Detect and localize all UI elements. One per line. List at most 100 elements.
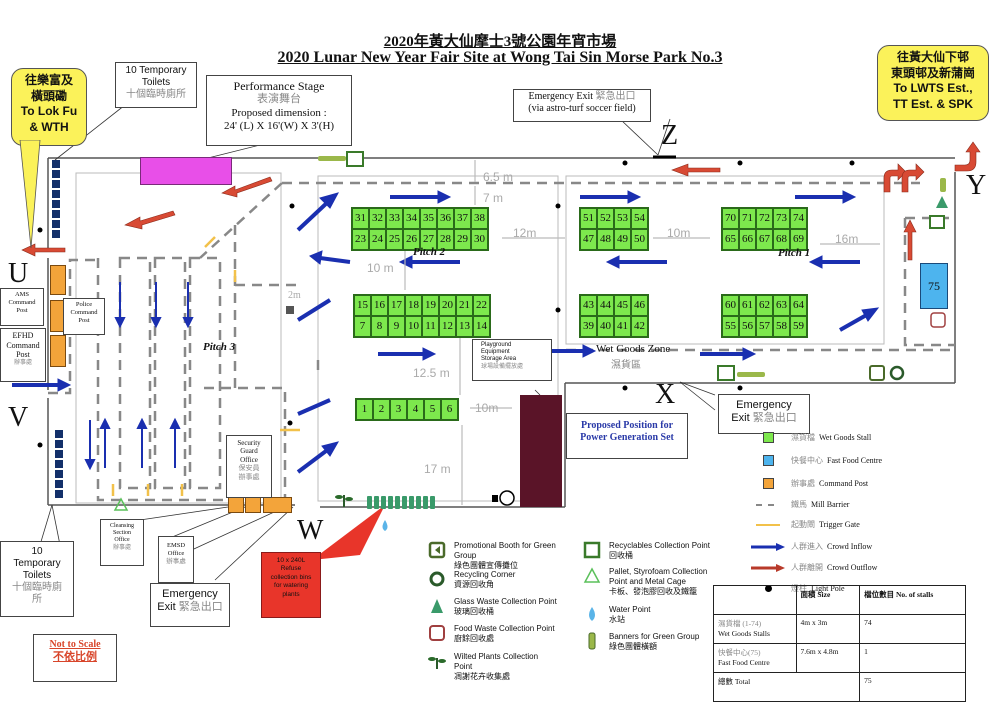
callout-text: Post [16,350,30,360]
stall-14: 14 [473,316,490,337]
callout-text: 保安員 [238,464,260,473]
stall-48: 48 [597,229,614,250]
distance-10m-middle: 10m [667,226,691,240]
callout-text: Command [70,308,98,316]
stall-6: 6 [441,399,458,420]
callout-text: EMSD [166,542,186,549]
distance-6-5m: 6.5 m [483,170,514,184]
stall-45: 45 [614,295,631,316]
callout-efhd: EFHD Command Post 辦事處 [0,328,46,382]
stall-44: 44 [597,295,614,316]
distance-16m: 16m [835,232,859,246]
callout-text: Equipment [481,349,510,356]
table-cell: 濕貨檔 (1-74)Wet Goods Stalls [713,614,797,644]
entrance-u: U [8,258,29,289]
legend-label-en: Fast Food Centre [827,456,883,465]
callout-text: Post [16,306,28,314]
stall-25: 25 [386,229,403,250]
crowd-outflow-arrows [21,141,981,261]
stall-63: 63 [773,295,790,316]
callout-police: Police Command Post [63,298,105,335]
entrance-z: Z [661,120,679,151]
legend-label-en: Promotional Booth for Green Group [454,541,556,560]
callout-text: Security [237,439,261,447]
stall-4: 4 [407,399,424,420]
entrance-v: V [8,402,29,433]
row-label-zh: 快餐中心(75) [718,648,761,657]
stall-13: 13 [456,316,473,337]
legend-label-zh: 水站 [609,615,625,624]
stall-28: 28 [437,229,454,250]
callout-text: 表演舞台 [257,93,301,106]
stall-66: 66 [739,229,756,250]
callout-emsd: EMSD Office 辦事處 [158,536,194,583]
callout-text: Exit [731,412,750,425]
table-header-cell: 檔位數目 No. of stalls [859,585,966,615]
callout-refuse-bins: 10 x 240L Refuse collection bins for wat… [261,552,321,618]
callout-playground: Playground Equipment Storage Area 球場設備擺放… [472,339,552,381]
wet-goods-zone-label-zh: 濕貨區 [611,360,641,371]
callout-text: Emergency [162,588,218,600]
stall-2: 2 [373,399,390,420]
callout-text: 辦事處 [112,544,131,551]
refuse-pointer [312,505,385,560]
callout-text: Exit [157,601,176,614]
callout-exit-w: Emergency Exit 緊急出口 [150,583,230,627]
callout-text: Refuse [280,565,302,573]
legend-label-zh: 玻璃回收桶 [454,607,494,616]
callout-text: 辦事處 [13,359,32,366]
stall-73: 73 [773,208,790,229]
callout-text: Police [75,301,93,308]
stall-27: 27 [420,229,437,250]
direction-left-zh2: 橫頭磡 [30,88,67,103]
callout-cleansing: Cleansing Section Office 辦事處 [100,519,144,566]
callout-text: Storage Area [481,356,517,363]
legend-label-en: Wilted Plants Collection Point [454,652,539,671]
legend-label-en: Mill Barrier [811,500,850,509]
stall-55: 55 [722,316,739,337]
legend-label-en: Recyclables Collection Point [609,541,710,550]
legend-label-zh: 快餐中心 [791,456,823,465]
mill-barrier-line [745,503,791,507]
fast-food-swatch [745,455,791,466]
legend-label-zh: 資源回收角 [454,580,494,589]
stall-21: 21 [456,295,473,316]
trigger-gates [111,236,300,496]
direction-left-zh1: 往樂富及 [24,73,73,87]
distance-17m: 17 m [424,462,451,476]
callout-toilets-top: 10 Temporary Toilets 十個臨時廁所 [115,62,197,108]
emsd-office [245,497,261,513]
not-to-scale-note: Not to Scale 不依比例 [33,634,117,682]
pallet-icon [583,567,603,587]
stall-24: 24 [369,229,386,250]
legend-label-zh: 綠色團體宣傳攤位 [454,561,518,570]
legend-label-zh: 起動閘 [791,520,815,529]
callout-text: Toilets [141,77,171,88]
legend-label-zh: 回收桶 [609,551,633,560]
food-waste-icon [428,624,448,644]
entrance-w: W [297,515,324,546]
table-cell: 1 [859,643,966,673]
callout-stage: Performance Stage 表演舞台 Proposed dimensio… [206,75,352,146]
callout-text: Toilets [22,570,52,581]
stall-43: 43 [580,295,597,316]
callout-text: Proposed Position for [580,420,674,431]
recyclables-icon [583,541,603,561]
callout-text: collection bins [270,573,312,581]
legend-label-en: Glass Waste Collection Point [454,597,557,606]
distance-10m-front: 10m [475,401,499,415]
stall-30: 30 [471,229,488,250]
row-label-en: Wet Goods Stalls [718,629,770,638]
glass-waste-icon [428,597,448,617]
pitch-2-label: Pitch 2 [413,246,446,258]
callout-text: Emergency Exit [528,91,594,102]
banner-icon [583,632,603,652]
